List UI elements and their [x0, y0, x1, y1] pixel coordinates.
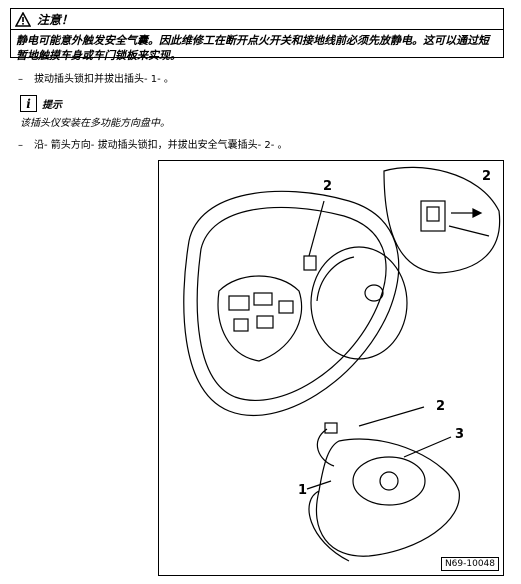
caution-text: 静电可能意外触发安全气囊。因此维修工在断开点火开关和接地线前必须先放静电。这可以…: [16, 34, 489, 62]
info-icon: i: [20, 95, 37, 112]
callout-3: 3: [455, 427, 465, 442]
hint-title: 提示: [42, 100, 62, 111]
step-dash: –: [18, 140, 23, 151]
steering-wheel-figure: 2 2 2 3 1 N69-10048: [158, 160, 504, 576]
figure-id: N69-10048: [440, 557, 499, 571]
step-1: –拔动插头锁扣并拔出插头- 1- 。: [18, 70, 174, 85]
step-1-text: 拔动插头锁扣并拔出插头- 1- 。: [34, 74, 174, 85]
hint-header: i 提示: [20, 95, 62, 112]
caution-header: 注意！: [11, 9, 503, 30]
callout-1: 1: [298, 483, 308, 498]
step-2: –沿- 箭头方向- 拔动插头锁扣，并拔出安全气囊插头- 2- 。: [18, 136, 288, 151]
callout-2-top: 2: [323, 179, 333, 194]
caution-title: 注意！: [37, 12, 74, 27]
steering-wheel-illustration: [183, 166, 501, 562]
caution-box: 注意！ 静电可能意外触发安全气囊。因此维修工在断开点火开关和接地线前必须先放静电…: [10, 8, 504, 62]
step-dash: –: [18, 74, 23, 85]
warning-triangle-icon: [15, 11, 31, 27]
callout-2-lower: 2: [436, 399, 446, 414]
callout-2-inset: 2: [482, 169, 492, 184]
hint-text: 该插头仪安装在多功能方向盘中。: [20, 118, 170, 129]
step-2-text: 沿- 箭头方向- 拔动插头锁扣，并拔出安全气囊插头- 2- 。: [34, 140, 288, 151]
